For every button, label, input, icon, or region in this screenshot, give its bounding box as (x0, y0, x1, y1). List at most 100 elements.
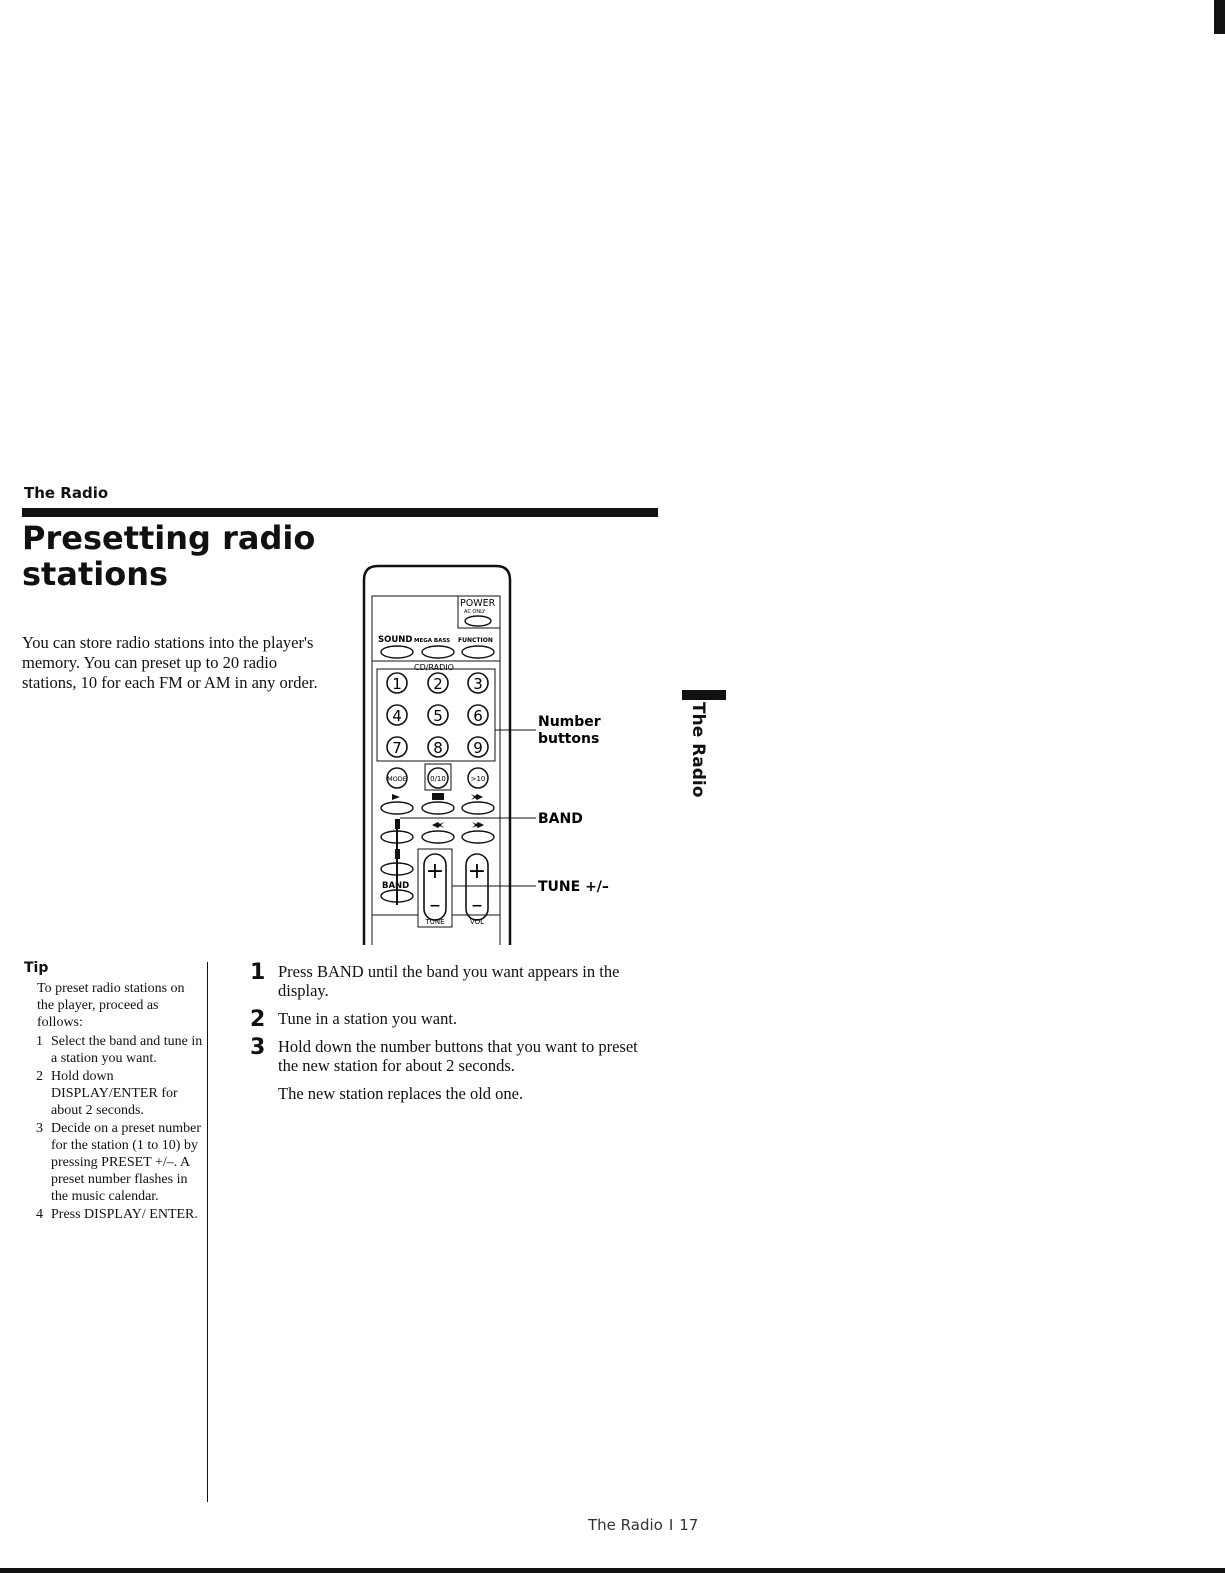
power-button (464, 615, 492, 627)
vol-plus-sign: + (468, 859, 486, 884)
mega-bass-label: MEGA BASS (414, 638, 450, 644)
vol-key-label: VOL (470, 918, 484, 926)
section-label: The Radio (24, 484, 109, 502)
number-key-label: 4 (392, 707, 402, 725)
corner-mark (1214, 0, 1225, 34)
ac-only-label: AC ONLY (464, 609, 486, 615)
steps-list: 1 Press BAND until the band you want app… (250, 960, 650, 1103)
side-tab-label-wrap: The Radio (682, 702, 726, 810)
number-key (427, 736, 449, 758)
plus-ten-button (467, 767, 489, 789)
tune-minus-sign: – (430, 893, 441, 918)
tip-item: 2 Hold down DISPLAY/ENTER for about 2 sec… (24, 1068, 204, 1119)
remote-control-illustration: POWER AC ONLY SOUND MEGA BASS FUNCTION C… (362, 564, 609, 945)
power-label: POWER (460, 598, 496, 609)
tip-item-number: 3 (36, 1121, 43, 1136)
step-number: 1 (250, 960, 266, 985)
step-text: Press BAND until the band you want appea… (278, 962, 620, 1000)
mode-button (386, 767, 408, 789)
number-key (386, 736, 408, 758)
mode-label: MODE (387, 775, 407, 783)
number-key-label: 8 (433, 739, 443, 757)
vol-rocker (465, 853, 489, 921)
number-key (467, 704, 489, 726)
step-number: 3 (250, 1035, 266, 1060)
top-rule (22, 508, 658, 517)
zero-ten-label: 0/10 (430, 775, 446, 783)
side-tab-bar (682, 690, 726, 700)
tip-item-number: 4 (36, 1207, 43, 1222)
number-key-label: 3 (473, 675, 483, 693)
number-key-label: 9 (473, 739, 483, 757)
step-text: Tune in a station you want. (278, 1009, 458, 1028)
number-key-label: 1 (392, 675, 402, 693)
skip-button (461, 801, 495, 815)
footer-separator: I (668, 1516, 674, 1534)
page-number: 17 (679, 1516, 699, 1534)
number-key-label: 5 (433, 707, 443, 725)
tip-intro: To preset radio stations on the player, … (37, 981, 185, 1030)
step-text: Hold down the number buttons that you wa… (278, 1037, 638, 1075)
tune-key-label: TUNE (424, 918, 444, 926)
band-callout: BAND (538, 811, 583, 827)
step-item: 1 Press BAND until the band you want app… (250, 960, 650, 1000)
tune-callout: TUNE +/– (538, 879, 609, 895)
fast-forward-icon (472, 822, 484, 828)
page-footer: The Radio I 17 (588, 1516, 698, 1534)
step-note: The new station replaces the old one. (278, 1084, 524, 1103)
page-title: Presetting radio stations (22, 519, 316, 593)
number-key-label: 7 (392, 739, 402, 757)
tune-plus-sign: + (426, 859, 444, 884)
number-buttons-callout-line1: Number (538, 714, 601, 730)
footer-section: The Radio (588, 1516, 663, 1534)
function-label: FUNCTION (458, 637, 493, 644)
number-key (427, 704, 449, 726)
number-key (467, 736, 489, 758)
step-item: 3 Hold down the number buttons that you … (250, 1035, 650, 1075)
number-key-label: 6 (473, 707, 483, 725)
number-key (467, 672, 489, 694)
side-tab: The Radio (682, 690, 726, 810)
tip-divider (207, 962, 208, 1502)
intro-paragraph: You can store radio stations into the pl… (22, 633, 318, 692)
play-icon (392, 794, 400, 800)
tip-block: Tip To preset radio stations on the play… (24, 960, 204, 1223)
tip-item-number: 2 (36, 1069, 43, 1084)
number-key (386, 672, 408, 694)
fast-forward-button (461, 830, 495, 844)
number-key (427, 672, 449, 694)
bottom-rule (0, 1568, 1225, 1573)
skip-forward-icon (471, 794, 483, 800)
stop-icon (432, 793, 444, 800)
tip-list: 1 Select the band and tune in a station y… (24, 1033, 204, 1223)
mega-bass-button (421, 645, 455, 659)
tip-item: 1 Select the band and tune in a station y… (24, 1033, 204, 1067)
stop-button (421, 801, 455, 815)
number-buttons-callout-line2: buttons (538, 731, 599, 747)
number-key (386, 704, 408, 726)
band-key-label: BAND (382, 881, 409, 891)
side-tab-label: The Radio (688, 702, 708, 798)
number-keypad: 1 2 3 4 5 6 7 8 9 (386, 672, 489, 758)
zero-ten-button (427, 767, 449, 789)
plus-ten-label: >10 (471, 775, 486, 783)
tip-item-number: 1 (36, 1034, 43, 1049)
rewind-button (421, 830, 455, 844)
tip-item: 4 Press DISPLAY/ ENTER. (24, 1206, 204, 1223)
tip-item-text: Hold down DISPLAY/ENTER for about 2 seco… (51, 1069, 178, 1118)
sound-button (380, 645, 414, 659)
number-key-label: 2 (433, 675, 443, 693)
tip-item: 3 Decide on a preset number for the stati… (24, 1120, 204, 1205)
play-button (380, 801, 414, 815)
tip-item-text: Decide on a preset number for the statio… (51, 1121, 202, 1204)
function-button (461, 645, 495, 659)
sound-label: SOUND (378, 635, 412, 645)
tip-item-text: Press DISPLAY/ ENTER. (51, 1207, 198, 1222)
step-item: 2 Tune in a station you want. (250, 1007, 650, 1032)
tip-item-text: Select the band and tune in a station yo… (51, 1034, 203, 1066)
tune-rocker (423, 853, 447, 921)
vol-minus-sign: – (472, 893, 483, 918)
rewind-icon (432, 822, 444, 828)
step-number: 2 (250, 1007, 266, 1032)
cd-radio-label: CD/RADIO (414, 663, 454, 672)
